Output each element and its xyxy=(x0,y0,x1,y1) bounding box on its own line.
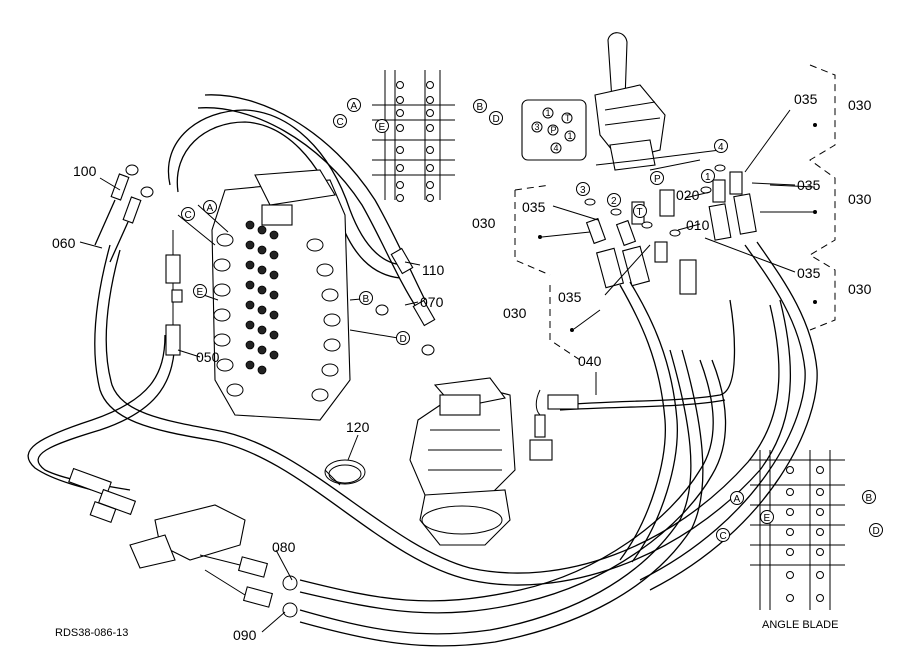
port-mark-2: 2 xyxy=(611,196,617,207)
pattern-block-top xyxy=(372,70,455,202)
port-mark-1: 1 xyxy=(705,172,711,183)
marker-e-angle-blade: E xyxy=(764,513,771,524)
marker-a-pattern-top: A xyxy=(351,101,358,112)
pilot-fittings xyxy=(584,149,757,295)
label-035-a: 035 xyxy=(794,91,818,107)
marker-c-angle-blade: C xyxy=(720,531,727,542)
plate-mark-1: 1 xyxy=(546,108,551,118)
label-120: 120 xyxy=(346,419,370,435)
marker-b-valve: B xyxy=(363,294,370,305)
label-040: 040 xyxy=(578,353,602,369)
valve-ports-right xyxy=(306,238,341,402)
port-mark-p: P xyxy=(654,174,661,185)
hose-routes xyxy=(27,94,818,647)
label-090: 090 xyxy=(233,627,257,643)
label-035-b: 035 xyxy=(797,177,821,193)
label-035-d: 035 xyxy=(522,199,546,215)
valve-spool-row xyxy=(245,220,279,375)
label-070: 070 xyxy=(420,294,444,310)
label-030-a: 030 xyxy=(848,97,872,113)
marker-d-angle-blade: D xyxy=(873,526,880,537)
label-030-d: 030 xyxy=(472,215,496,231)
port-mark-3: 3 xyxy=(580,185,586,196)
port-mark-4: 4 xyxy=(718,142,724,153)
marker-e-pattern-top: E xyxy=(379,122,386,133)
drawing-id: RDS38-086-13 xyxy=(55,627,128,639)
label-020: 020 xyxy=(676,187,700,203)
label-080: 080 xyxy=(272,539,296,555)
marker-d-valve: D xyxy=(400,334,407,345)
marker-c-pattern-top: C xyxy=(337,117,344,128)
plate-mark-t: T xyxy=(565,113,571,123)
port-mark-t: T xyxy=(637,207,643,218)
label-050: 050 xyxy=(196,349,220,365)
part-number-labels: 100 060 050 110 070 120 040 080 090 035 … xyxy=(52,91,872,643)
joystick-assembly xyxy=(521,32,666,171)
marker-b-pattern-top: B xyxy=(477,102,484,113)
plate-mark-1b: 1 xyxy=(568,131,573,141)
pattern-block-angle-blade xyxy=(750,450,845,610)
label-030-b: 030 xyxy=(848,191,872,207)
label-030-c: 030 xyxy=(848,281,872,297)
marker-b-angle-blade: B xyxy=(866,493,873,504)
valve-ports-left xyxy=(213,233,244,397)
bottom-manifold xyxy=(68,467,298,618)
label-060: 060 xyxy=(52,235,76,251)
pointer-dots xyxy=(538,123,817,332)
plate-mark-3: 3 xyxy=(535,122,540,132)
plate-mark-4: 4 xyxy=(554,143,559,153)
label-100: 100 xyxy=(73,163,97,179)
marker-a-valve: A xyxy=(207,203,214,214)
control-valve-block xyxy=(94,164,436,421)
marker-e-valve: E xyxy=(197,287,204,298)
marker-c-valve: C xyxy=(185,210,192,221)
label-030-e: 030 xyxy=(503,305,527,321)
marker-a-angle-blade: A xyxy=(734,494,741,505)
group-outlines xyxy=(514,64,836,361)
label-110: 110 xyxy=(422,262,445,278)
plate-mark-p: P xyxy=(551,125,557,135)
connection-letter-markers: A C E B D A C E B D A C E B D xyxy=(181,98,883,542)
pump-assembly xyxy=(324,377,579,546)
leader-lines xyxy=(79,109,796,633)
label-010: 010 xyxy=(686,217,710,233)
angle-blade-caption: ANGLE BLADE xyxy=(762,619,838,631)
label-035-c: 035 xyxy=(797,265,821,281)
marker-d-pattern-top: D xyxy=(493,114,500,125)
label-035-e: 035 xyxy=(558,289,582,305)
joystick-port-marks: 1 T 3 P 1 4 4 1 P 2 3 T xyxy=(535,108,728,218)
